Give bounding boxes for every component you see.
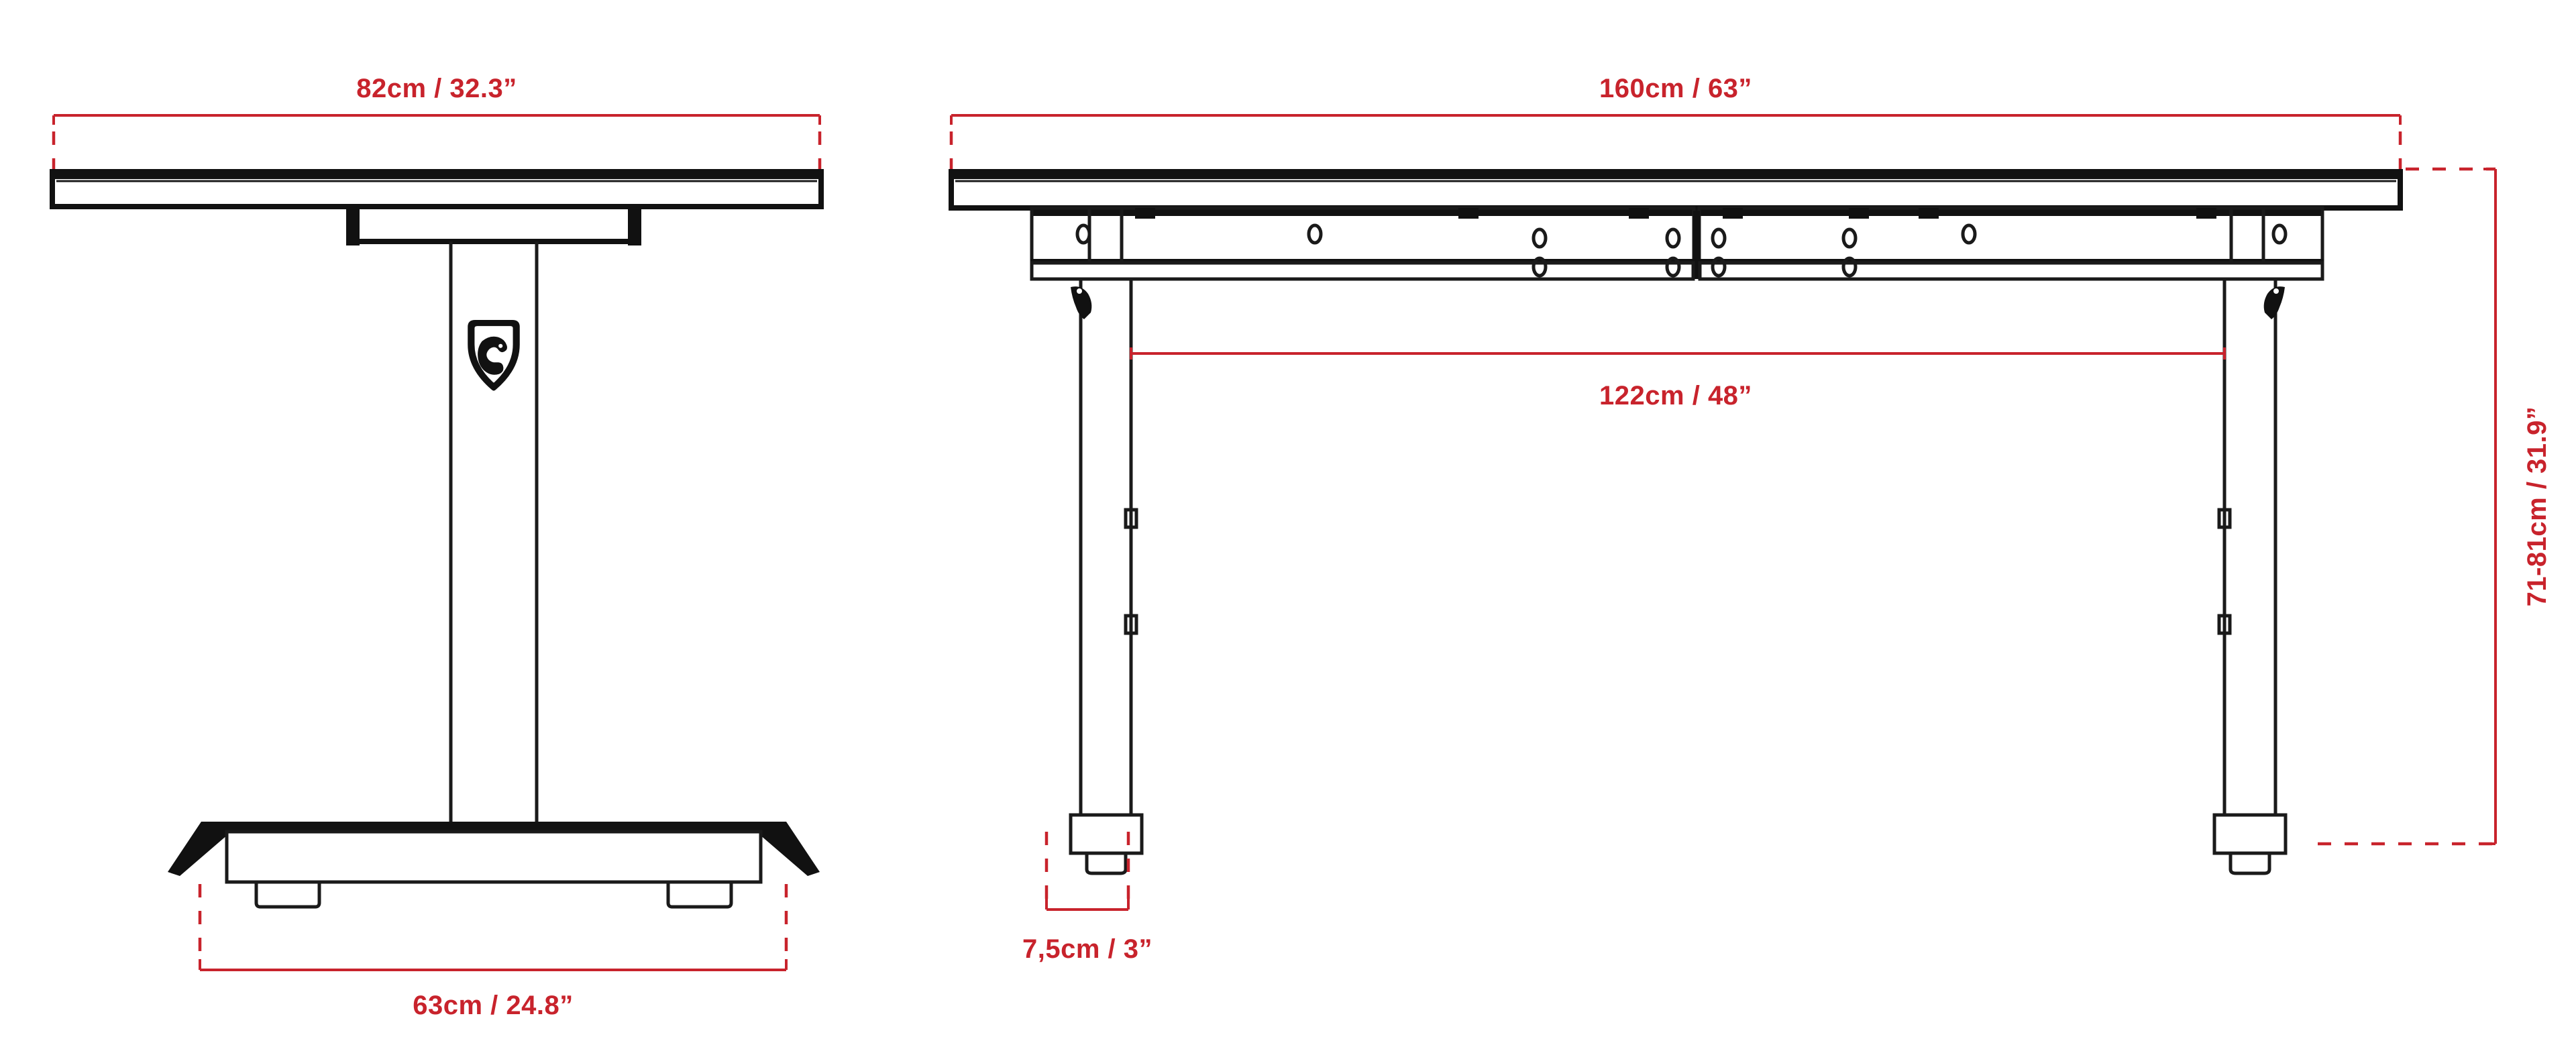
side-bracket-outline	[351, 207, 637, 244]
side-base-foot-right	[666, 880, 733, 909]
side-base-foot-left	[254, 880, 321, 909]
height-range-dimension-line	[2483, 168, 2497, 845]
depth-dimension-label: 82cm / 32.3”	[356, 74, 517, 103]
leg-span-dimension-label: 122cm / 48”	[1599, 381, 1752, 410]
front-rail-right	[1697, 206, 2324, 265]
foot-width-dimension-group: 7,5cm / 3”	[1022, 832, 1152, 964]
side-base-body	[225, 830, 763, 884]
base-width-dimension-label: 63cm / 24.8”	[413, 991, 574, 1020]
base-width-dimension-line	[199, 959, 788, 971]
base-width-dimension-group: 63cm / 24.8”	[198, 884, 788, 1020]
side-base-left-wing	[168, 822, 228, 876]
front-frame-rails	[1030, 206, 2324, 281]
height-range-dimension-label: 71-81cm / 31.9”	[2522, 406, 2552, 607]
front-leg-bracket-right	[2229, 206, 2265, 265]
front-rail-top-edge	[1030, 208, 2324, 216]
desktop-width-dimension-label: 160cm / 63”	[1599, 74, 1752, 103]
shield-logo	[468, 320, 520, 391]
side-column	[449, 241, 539, 825]
cable-clip-left	[1071, 286, 1092, 319]
leg-span-dimension-group: 122cm / 48”	[1130, 347, 2226, 410]
side-base	[168, 822, 820, 909]
desktop-width-dimension-line	[950, 114, 2402, 125]
foot-width-dimension-line	[1045, 899, 1130, 911]
front-rail-left	[1030, 206, 1696, 265]
front-glide-right	[2229, 851, 2271, 875]
front-leg-right	[2212, 279, 2288, 875]
desktop-width-dimension-group: 160cm / 63”	[949, 74, 2402, 169]
side-frame-bracket	[346, 205, 641, 245]
leg-tab-left-1	[1124, 508, 1138, 529]
depth-dimension-group: 82cm / 32.3”	[52, 74, 822, 169]
foot-width-dimension-label: 7,5cm / 3”	[1022, 934, 1152, 964]
side-base-topbar	[228, 822, 759, 832]
front-foot-right	[2212, 813, 2288, 855]
side-desktop-body	[50, 174, 824, 209]
front-leg-bracket-left	[1087, 206, 1124, 265]
leg-tab-right-2	[2217, 614, 2232, 635]
side-desktop	[50, 169, 824, 209]
cable-clip-right	[2263, 286, 2285, 319]
front-desktop-body	[949, 174, 2403, 211]
leg-span-dimension-line	[1130, 347, 2226, 360]
front-leg-left	[1069, 279, 1144, 875]
leg-tab-left-2	[1124, 614, 1138, 635]
front-glide-left	[1085, 851, 1128, 875]
side-view-group: 82cm / 32.3”	[50, 74, 824, 1020]
rail-joint-screw-holes	[1532, 227, 1858, 278]
front-view-group: 160cm / 63”	[949, 74, 2552, 964]
depth-dimension-line	[52, 114, 821, 125]
leg-tab-right-1	[2217, 508, 2232, 529]
front-desktop	[949, 169, 2403, 211]
height-range-dimension-group: 71-81cm / 31.9”	[2318, 167, 2552, 846]
front-foot-left	[1069, 813, 1144, 855]
rail-screw-holes	[1075, 223, 2288, 245]
side-base-right-wing	[759, 822, 820, 876]
